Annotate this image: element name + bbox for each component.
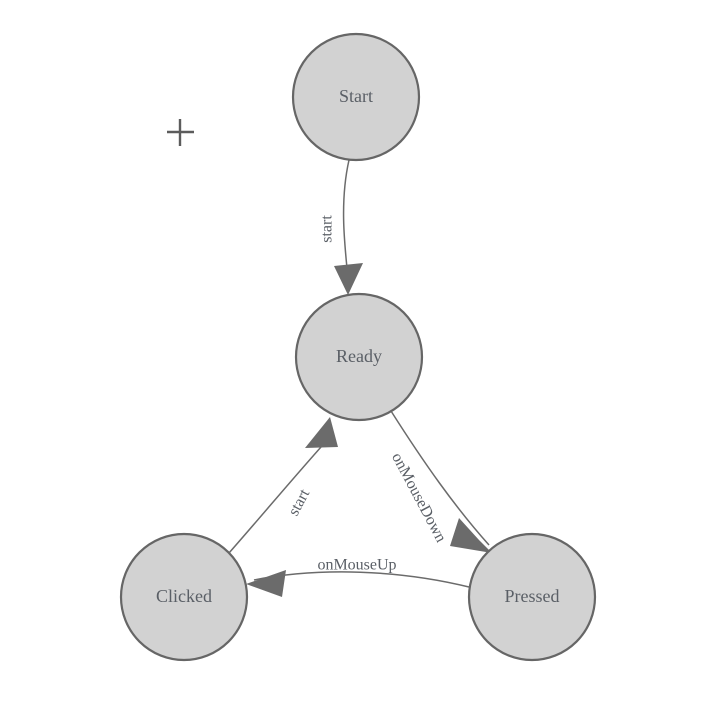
plus-icon [167, 119, 194, 146]
edge-start-to-ready-label: start [319, 215, 336, 243]
edge-ready-to-pressed-path [390, 410, 490, 546]
edge-clicked-to-ready-label: start [285, 486, 313, 519]
edge-pressed-to-clicked-arrowhead [246, 570, 286, 597]
edge-pressed-to-clicked[interactable]: onMouseUp [246, 557, 470, 597]
edge-start-to-ready-path [342, 159, 350, 279]
node-clicked-circle [119, 532, 249, 662]
node-clicked[interactable]: Clicked [119, 532, 249, 662]
edge-pressed-to-clicked-label: onMouseUp [317, 557, 396, 574]
edge-ready-to-pressed[interactable]: onMouseDown [388, 410, 492, 553]
node-ready-label: Ready [336, 346, 382, 366]
node-start-circle [291, 32, 421, 162]
edge-pressed-to-clicked-path [253, 571, 470, 588]
node-start-label: Start [339, 86, 373, 106]
edge-start-to-ready[interactable]: start [319, 159, 363, 295]
edge-start-to-ready-arrowhead [334, 263, 363, 295]
node-start[interactable]: Start [291, 32, 421, 162]
edge-ready-to-pressed-label: onMouseDown [388, 450, 449, 545]
node-ready[interactable]: Ready [294, 292, 424, 422]
node-pressed-label: Pressed [505, 586, 560, 606]
node-pressed[interactable]: Pressed [467, 532, 597, 662]
edge-ready-to-pressed-arrowhead [450, 518, 492, 553]
node-pressed-circle [467, 532, 597, 662]
edge-clicked-to-ready-path [228, 436, 331, 554]
edge-clicked-to-ready-arrowhead [305, 417, 338, 448]
node-ready-circle [294, 292, 424, 422]
edge-clicked-to-ready[interactable]: start [228, 417, 338, 554]
node-clicked-label: Clicked [156, 586, 212, 606]
